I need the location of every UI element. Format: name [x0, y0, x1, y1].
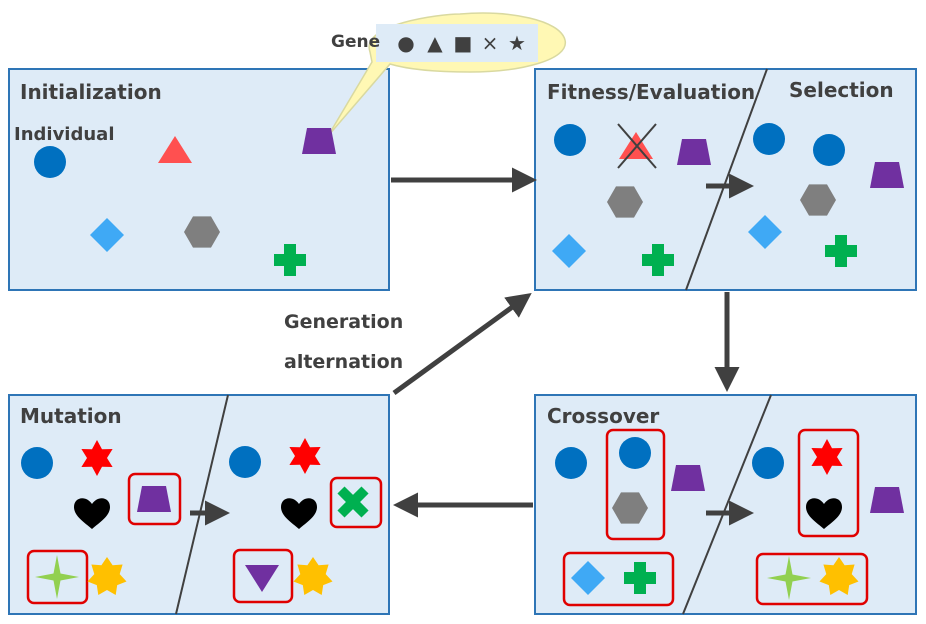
diamond-icon: [748, 215, 782, 249]
x-mark-icon: [337, 486, 369, 518]
six-point-star-icon: [289, 438, 321, 474]
burst-icon: [87, 557, 127, 595]
individual-label: Individual: [14, 124, 115, 145]
gene-symbol: ▲: [427, 31, 443, 55]
gene-symbol: ×: [482, 31, 499, 55]
crossover-pair-box-right: [797, 428, 860, 538]
burst-icon: [293, 557, 333, 595]
crossover-title: Crossover: [547, 404, 660, 428]
diamond-icon: [552, 234, 586, 268]
inverted-triangle-icon: [245, 565, 279, 592]
crossover-divider: [682, 394, 772, 615]
mutation-box-trapezoid: [127, 472, 182, 526]
fitness-evaluation-title: Fitness/Evaluation: [547, 80, 756, 104]
six-point-star-icon: [811, 439, 843, 475]
diamond-icon: [571, 561, 605, 595]
triangle-icon: [158, 136, 192, 163]
trapezoid-icon: [870, 162, 904, 188]
hexagon-icon: [800, 184, 836, 216]
initialization-title: Initialization: [20, 80, 162, 104]
cross-icon: [274, 244, 306, 276]
circle-icon: [34, 146, 66, 178]
hexagon-icon: [184, 216, 220, 248]
trapezoid-icon: [137, 486, 171, 512]
heart-icon: [74, 498, 110, 529]
crossover-pair-box-bottom-right: [755, 552, 869, 606]
trapezoid-icon: [870, 487, 904, 513]
six-point-star-icon: [81, 440, 113, 476]
hexagon-icon: [607, 186, 643, 218]
circle-icon: [753, 123, 785, 155]
gene-symbols-box: [376, 24, 538, 62]
circle-icon: [619, 437, 651, 469]
circle-icon: [229, 446, 261, 478]
gene-symbol: ★: [508, 31, 526, 55]
gene-label: Gene: [331, 32, 381, 52]
mutation-divider: [175, 394, 229, 615]
arrow-generation-alternation: [392, 292, 532, 396]
mutation-box-x: [329, 476, 383, 529]
circle-icon: [752, 447, 784, 479]
mutation-box-star: [26, 549, 89, 605]
cross-icon: [624, 562, 656, 594]
gene-symbol: ●: [397, 31, 414, 55]
four-point-star-icon: [767, 556, 811, 600]
heart-icon: [806, 498, 842, 529]
circle-icon: [813, 134, 845, 166]
burst-icon: [819, 557, 859, 595]
trapezoid-icon: [677, 139, 711, 165]
initialization-panel: [8, 68, 390, 291]
selection-title: Selection: [789, 78, 894, 102]
crossover-pair-box-left: [605, 428, 666, 541]
hexagon-icon: [612, 492, 648, 524]
crossover-pair-box-bottom: [562, 551, 675, 607]
mutation-box-inverted-triangle: [232, 548, 294, 604]
x-mark-shape: [337, 486, 369, 518]
four-point-star-icon: [35, 555, 79, 599]
mutation-title: Mutation: [20, 404, 122, 428]
cross-icon: [825, 235, 857, 267]
trapezoid-icon: [671, 465, 705, 491]
circle-icon: [555, 447, 587, 479]
eliminated-x-line-2: [617, 123, 657, 169]
trapezoid-icon: [302, 128, 336, 154]
circle-icon: [21, 447, 53, 479]
generation-label: Generation: [284, 311, 404, 333]
heart-icon: [281, 498, 317, 529]
alternation-label: alternation: [284, 351, 404, 373]
diamond-icon: [90, 218, 124, 252]
circle-icon: [554, 124, 586, 156]
fitness-selection-divider: [685, 68, 768, 291]
cross-icon: [642, 244, 674, 276]
gene-symbol: ■: [454, 31, 473, 55]
